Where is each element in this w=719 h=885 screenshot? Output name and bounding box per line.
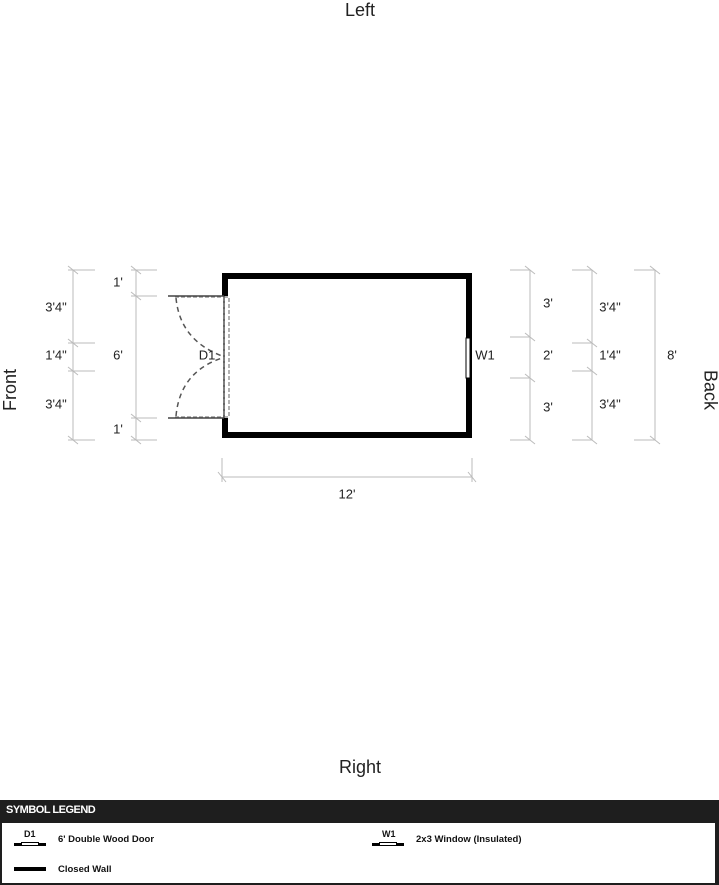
dim-back-mid-2: 1'4"	[599, 347, 621, 362]
dim-front-inner-1: 1'	[113, 274, 123, 289]
legend-title: SYMBOL LEGEND	[6, 804, 96, 816]
legend-label: 6' Double Wood Door	[58, 833, 155, 845]
side-label-back: Back	[700, 370, 719, 411]
dim-front-inner-3: 1'	[113, 421, 123, 436]
dim-back-mid-3: 3'4"	[599, 396, 621, 411]
door-label: D1	[199, 347, 216, 362]
window-label: W1	[475, 347, 495, 362]
dim-back-inner-3: 3'	[543, 399, 553, 414]
legend-label: Closed Wall	[58, 863, 112, 875]
legend-item-wall: Closed Wall	[14, 859, 112, 879]
legend-item-window: W1 2x3 Window (Insulated)	[372, 829, 521, 849]
side-label-right: Right	[339, 757, 381, 777]
dim-front-outer-3: 3'4"	[45, 396, 67, 411]
legend-label: 2x3 Window (Insulated)	[416, 833, 522, 845]
dim-front-inner-2: 6'	[113, 347, 123, 362]
dim-back-total: 8'	[667, 347, 677, 362]
dim-back-inner-2: 2'	[543, 347, 553, 362]
door-symbol-icon: D1	[14, 829, 46, 849]
side-label-front: Front	[0, 369, 20, 411]
closed-wall-symbol-icon	[14, 859, 46, 879]
dimension-lines	[67, 265, 661, 483]
side-label-left: Left	[345, 0, 375, 20]
window-w1	[465, 337, 471, 379]
dim-front-outer-2: 1'4"	[45, 347, 67, 362]
dim-front-outer-1: 3'4"	[45, 299, 67, 314]
window-symbol-icon: W1	[372, 829, 404, 849]
dim-width: 12'	[339, 486, 356, 501]
floor-plan: Left Right Front Back D1 W1	[0, 0, 719, 777]
symbol-legend: SYMBOL LEGEND D1 6' Double Wood Door W1 …	[0, 800, 719, 885]
dim-back-mid-1: 3'4"	[599, 299, 621, 314]
door-d1	[168, 295, 232, 419]
building-walls	[222, 273, 472, 438]
dim-back-inner-1: 3'	[543, 295, 553, 310]
legend-item-door: D1 6' Double Wood Door	[14, 829, 154, 849]
